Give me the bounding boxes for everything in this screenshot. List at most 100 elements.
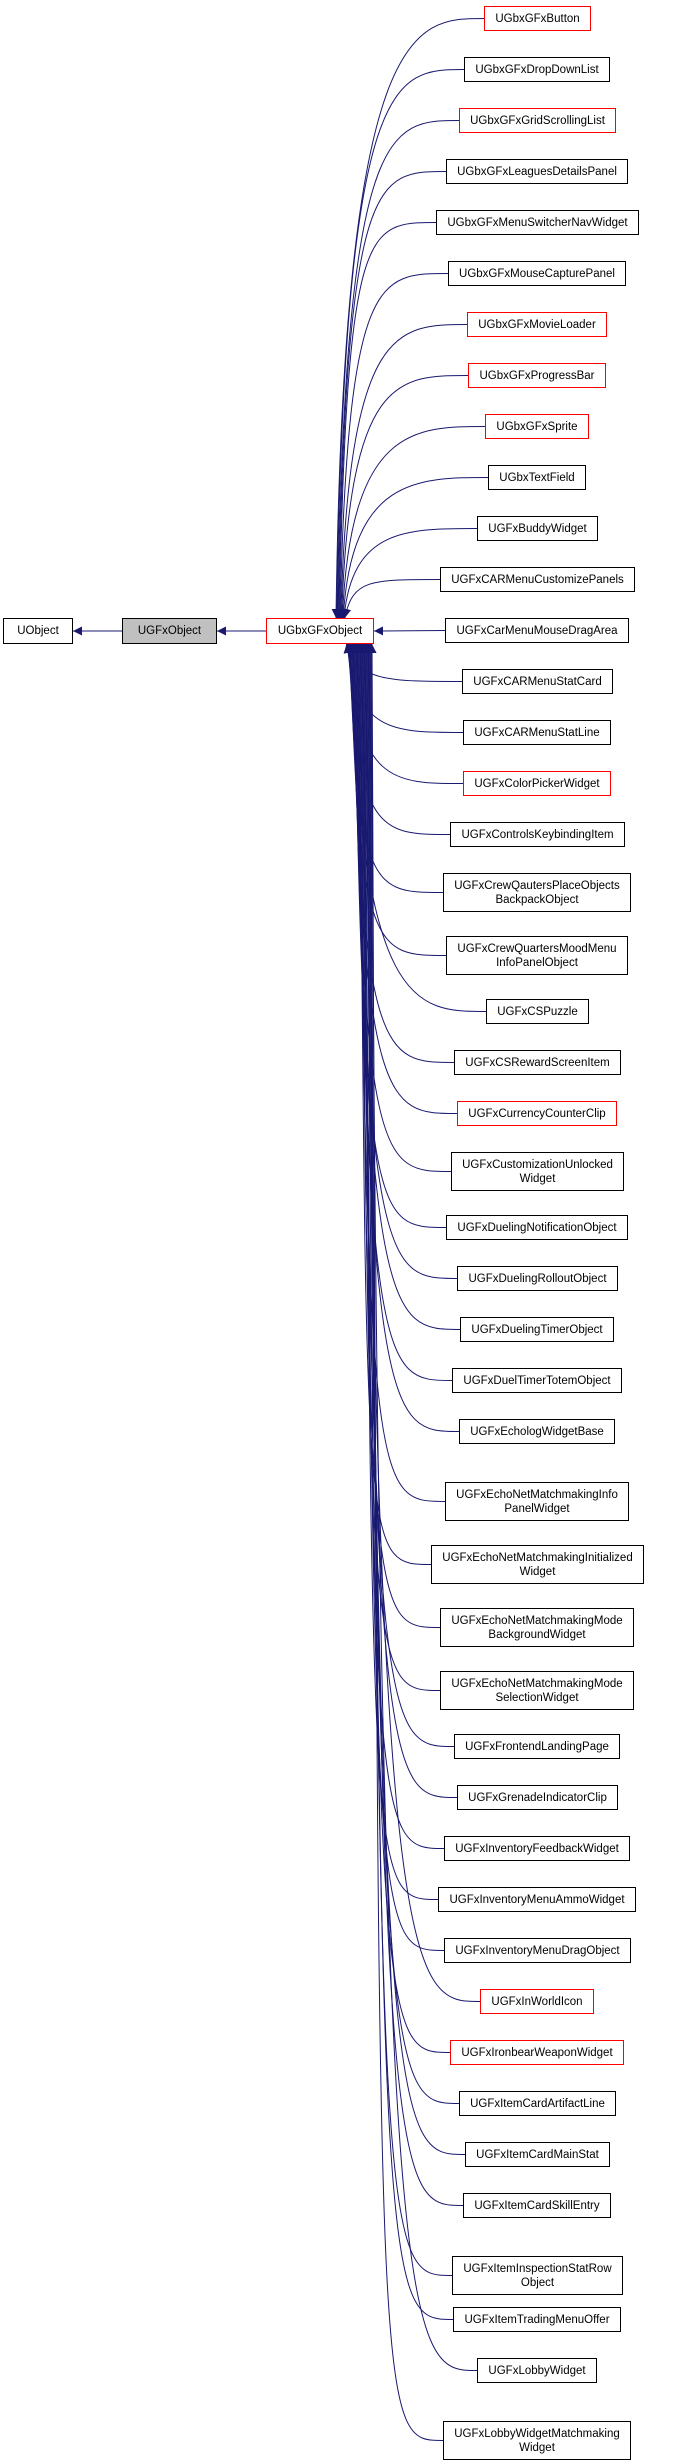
edge-c44-to-ugbxgfxobject xyxy=(366,643,478,2371)
class-node-c19: UGFxCSPuzzle xyxy=(486,999,589,1024)
class-node-label: UGFxEchologWidgetBase xyxy=(470,1425,604,1438)
class-node-ugbxgfxobject[interactable]: UGbxGFxObject xyxy=(266,618,374,644)
class-node-label: UGFxCARMenuStatLine xyxy=(474,726,600,739)
class-node-label: UGFxCSRewardScreenItem xyxy=(465,1056,610,1069)
class-node-c25: UGFxDuelingTimerObject xyxy=(460,1317,614,1342)
class-node-c1: UGbxGFxDropDownList xyxy=(464,57,610,82)
edge-c6-to-ugbxgfxobject xyxy=(336,324,468,619)
class-node-c35: UGFxInventoryMenuAmmoWidget xyxy=(438,1887,636,1912)
edge-c32-to-ugbxgfxobject xyxy=(357,643,455,1747)
class-node-label: UGFxControlsKeybindingItem xyxy=(461,828,614,841)
class-node-label: UGFxEchoNetMatchmakingMode SelectionWidg… xyxy=(451,1677,623,1704)
class-node-c36: UGFxInventoryMenuDragObject xyxy=(444,1938,631,1963)
edge-c4-to-ugbxgfxobject xyxy=(334,222,437,619)
class-node-c30: UGFxEchoNetMatchmakingMode BackgroundWid… xyxy=(440,1608,634,1647)
class-node-label: UGbxGFxDropDownList xyxy=(475,63,599,76)
class-node-label: UGFxDuelingRolloutObject xyxy=(468,1272,607,1285)
class-node-c29: UGFxEchoNetMatchmakingInitialized Widget xyxy=(431,1545,644,1584)
edge-c38-to-ugbxgfxobject xyxy=(361,643,451,2053)
class-node-c43: UGFxItemTradingMenuOffer xyxy=(453,2307,621,2332)
class-node-c16: UGFxControlsKeybindingItem xyxy=(450,822,625,847)
class-node-label: UGFxCARMenuStatCard xyxy=(473,675,602,688)
class-node-label: UGbxTextField xyxy=(499,471,575,484)
class-node-label: UGFxCurrencyCounterClip xyxy=(468,1107,606,1120)
class-node-label: UGFxCrewQautersPlaceObjects BackpackObje… xyxy=(454,879,620,906)
class-node-label: UGFxInventoryFeedbackWidget xyxy=(455,1842,619,1855)
class-node-c24: UGFxDuelingRolloutObject xyxy=(457,1266,618,1291)
class-node-label: UGFxGrenadeIndicatorClip xyxy=(468,1791,607,1804)
class-node-c9: UGbxTextField xyxy=(488,465,586,490)
class-node-label: UGFxLobbyWidgetMatchmaking Widget xyxy=(454,2427,620,2454)
class-node-label: UGFxCrewQuartersMoodMenu InfoPanelObject xyxy=(457,942,617,969)
class-node-label: UObject xyxy=(17,625,59,637)
class-node-c6[interactable]: UGbxGFxMovieLoader xyxy=(467,312,607,337)
class-node-ugfxobject: UGFxObject xyxy=(122,618,217,644)
class-node-c2[interactable]: UGbxGFxGridScrollingList xyxy=(459,108,616,133)
edge-c45-to-ugbxgfxobject xyxy=(367,643,444,2441)
class-node-label: UGFxItemCardArtifactLine xyxy=(470,2097,605,2110)
class-node-label: UGFxCARMenuCustomizePanels xyxy=(451,573,624,586)
class-node-c11: UGFxCARMenuCustomizePanels xyxy=(440,567,635,592)
class-node-label: UGFxFrontendLandingPage xyxy=(465,1740,609,1753)
class-node-c8[interactable]: UGbxGFxSprite xyxy=(485,414,589,439)
class-node-label: UGFxObject xyxy=(137,625,202,637)
class-node-label: UGFxColorPickerWidget xyxy=(474,777,600,790)
class-node-label: UGbxGFxProgressBar xyxy=(479,369,595,382)
edge-c23-to-ugbxgfxobject xyxy=(350,643,447,1228)
class-node-c23: UGFxDuelingNotificationObject xyxy=(446,1215,628,1240)
class-node-c38[interactable]: UGFxIronbearWeaponWidget xyxy=(450,2040,624,2065)
class-node-label: UGbxGFxSprite xyxy=(496,420,578,433)
class-node-c37[interactable]: UGFxInWorldIcon xyxy=(480,1989,594,2014)
edge-c10-to-ugbxgfxobject xyxy=(340,528,478,619)
class-node-label: UGFxIronbearWeaponWidget xyxy=(461,2046,613,2059)
class-node-label: UGFxLobbyWidget xyxy=(488,2364,586,2377)
class-node-c34: UGFxInventoryFeedbackWidget xyxy=(444,1836,630,1861)
class-node-c10: UGFxBuddyWidget xyxy=(477,516,598,541)
class-node-label: UGFxEchoNetMatchmakingInitialized Widget xyxy=(442,1551,633,1578)
class-node-label: UGbxGFxButton xyxy=(495,12,580,25)
class-node-c13: UGFxCARMenuStatCard xyxy=(462,669,613,694)
class-node-c0[interactable]: UGbxGFxButton xyxy=(484,6,591,31)
class-node-label: UGFxDuelingTimerObject xyxy=(471,1323,603,1336)
class-node-c39: UGFxItemCardArtifactLine xyxy=(459,2091,616,2116)
class-node-c26: UGFxDuelTimerTotemObject xyxy=(452,1368,622,1393)
class-node-c4: UGbxGFxMenuSwitcherNavWidget xyxy=(436,210,639,235)
class-node-label: UGbxGFxMouseCapturePanel xyxy=(459,267,615,280)
class-node-c41: UGFxItemCardSkillEntry xyxy=(463,2193,611,2218)
class-node-c5: UGbxGFxMouseCapturePanel xyxy=(448,261,626,286)
class-node-label: UGFxItemTradingMenuOffer xyxy=(464,2313,610,2326)
edge-c42-to-ugbxgfxobject xyxy=(365,643,453,2276)
edge-c8-to-ugbxgfxobject xyxy=(338,426,486,619)
edge-c2-to-ugbxgfxobject xyxy=(333,120,460,619)
class-node-c12: UGFxCarMenuMouseDragArea xyxy=(445,618,629,643)
class-node-c40: UGFxItemCardMainStat xyxy=(465,2142,610,2167)
class-node-label: UGFxCustomizationUnlocked Widget xyxy=(462,1158,613,1185)
edge-c36-to-ugbxgfxobject xyxy=(360,643,445,1951)
class-node-label: UGFxInventoryMenuAmmoWidget xyxy=(449,1893,625,1906)
edge-c12-to-ugbxgfxobject xyxy=(373,626,446,636)
class-node-c18: UGFxCrewQuartersMoodMenu InfoPanelObject xyxy=(446,936,628,975)
edge-c5-to-ugbxgfxobject xyxy=(335,273,449,619)
class-node-c14: UGFxCARMenuStatLine xyxy=(463,720,611,745)
edge-c3-to-ugbxgfxobject xyxy=(334,171,447,619)
class-node-c21[interactable]: UGFxCurrencyCounterClip xyxy=(457,1101,617,1126)
class-node-c27: UGFxEchologWidgetBase xyxy=(459,1419,615,1444)
class-node-label: UGFxEchoNetMatchmakingMode BackgroundWid… xyxy=(451,1614,623,1641)
class-node-label: UGbxGFxGridScrollingList xyxy=(470,114,605,127)
class-node-c28: UGFxEchoNetMatchmakingInfo PanelWidget xyxy=(445,1482,629,1521)
class-node-label: UGbxGFxLeaguesDetailsPanel xyxy=(457,165,617,178)
class-node-c44: UGFxLobbyWidget xyxy=(477,2358,597,2383)
class-node-label: UGFxInWorldIcon xyxy=(491,1995,583,2008)
class-node-label: UGFxDuelTimerTotemObject xyxy=(463,1374,611,1387)
class-node-label: UGFxItemCardMainStat xyxy=(476,2148,599,2161)
class-node-label: UGbxGFxMovieLoader xyxy=(478,318,596,331)
class-node-c22: UGFxCustomizationUnlocked Widget xyxy=(451,1152,624,1191)
class-node-c15[interactable]: UGFxColorPickerWidget xyxy=(463,771,611,796)
class-node-c33: UGFxGrenadeIndicatorClip xyxy=(457,1785,618,1810)
edge-c1-to-ugbxgfxobject xyxy=(332,69,465,619)
edge-c9-to-ugbxgfxobject xyxy=(339,477,489,619)
class-node-c20: UGFxCSRewardScreenItem xyxy=(454,1050,621,1075)
class-node-c7[interactable]: UGbxGFxProgressBar xyxy=(468,363,606,388)
